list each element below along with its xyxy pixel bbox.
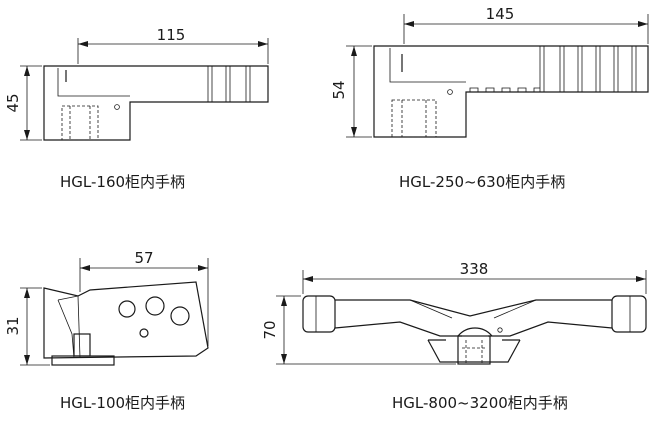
hgl160-outline	[43, 65, 269, 141]
hgl250-outline	[373, 45, 649, 138]
figure-hgl-250-630: 145 54 HGL-250~630柜内手柄	[330, 5, 649, 191]
hgl800-width-dim: 338	[460, 260, 489, 278]
hgl100-width-dim: 57	[134, 249, 153, 267]
hgl100-outline	[43, 281, 209, 359]
hgl250-caption: HGL-250~630柜内手柄	[399, 173, 565, 191]
hgl800-caption: HGL-800~3200柜内手柄	[392, 394, 568, 412]
figure-hgl-100: 57 31 HGL-100柜内手柄	[4, 249, 209, 412]
hgl800-right-knob	[611, 295, 647, 333]
hgl800-arms	[334, 299, 613, 337]
hgl250-width-dim: 145	[486, 5, 515, 23]
figure-hgl-160: 115 45 HGL-160柜内手柄	[4, 26, 269, 191]
hgl100-height-dim: 31	[4, 316, 22, 335]
hgl800-height-dim: 70	[261, 320, 279, 339]
hgl160-caption: HGL-160柜内手柄	[60, 173, 185, 191]
hgl160-height-dim: 45	[4, 93, 22, 112]
hgl800-left-knob	[302, 295, 336, 333]
hgl100-caption: HGL-100柜内手柄	[60, 394, 185, 412]
hgl160-width-dim: 115	[157, 26, 186, 44]
figure-hgl-800-3200: 338 70 HGL-800~3200柜内手柄	[261, 260, 647, 412]
hgl250-height-dim: 54	[330, 80, 348, 99]
